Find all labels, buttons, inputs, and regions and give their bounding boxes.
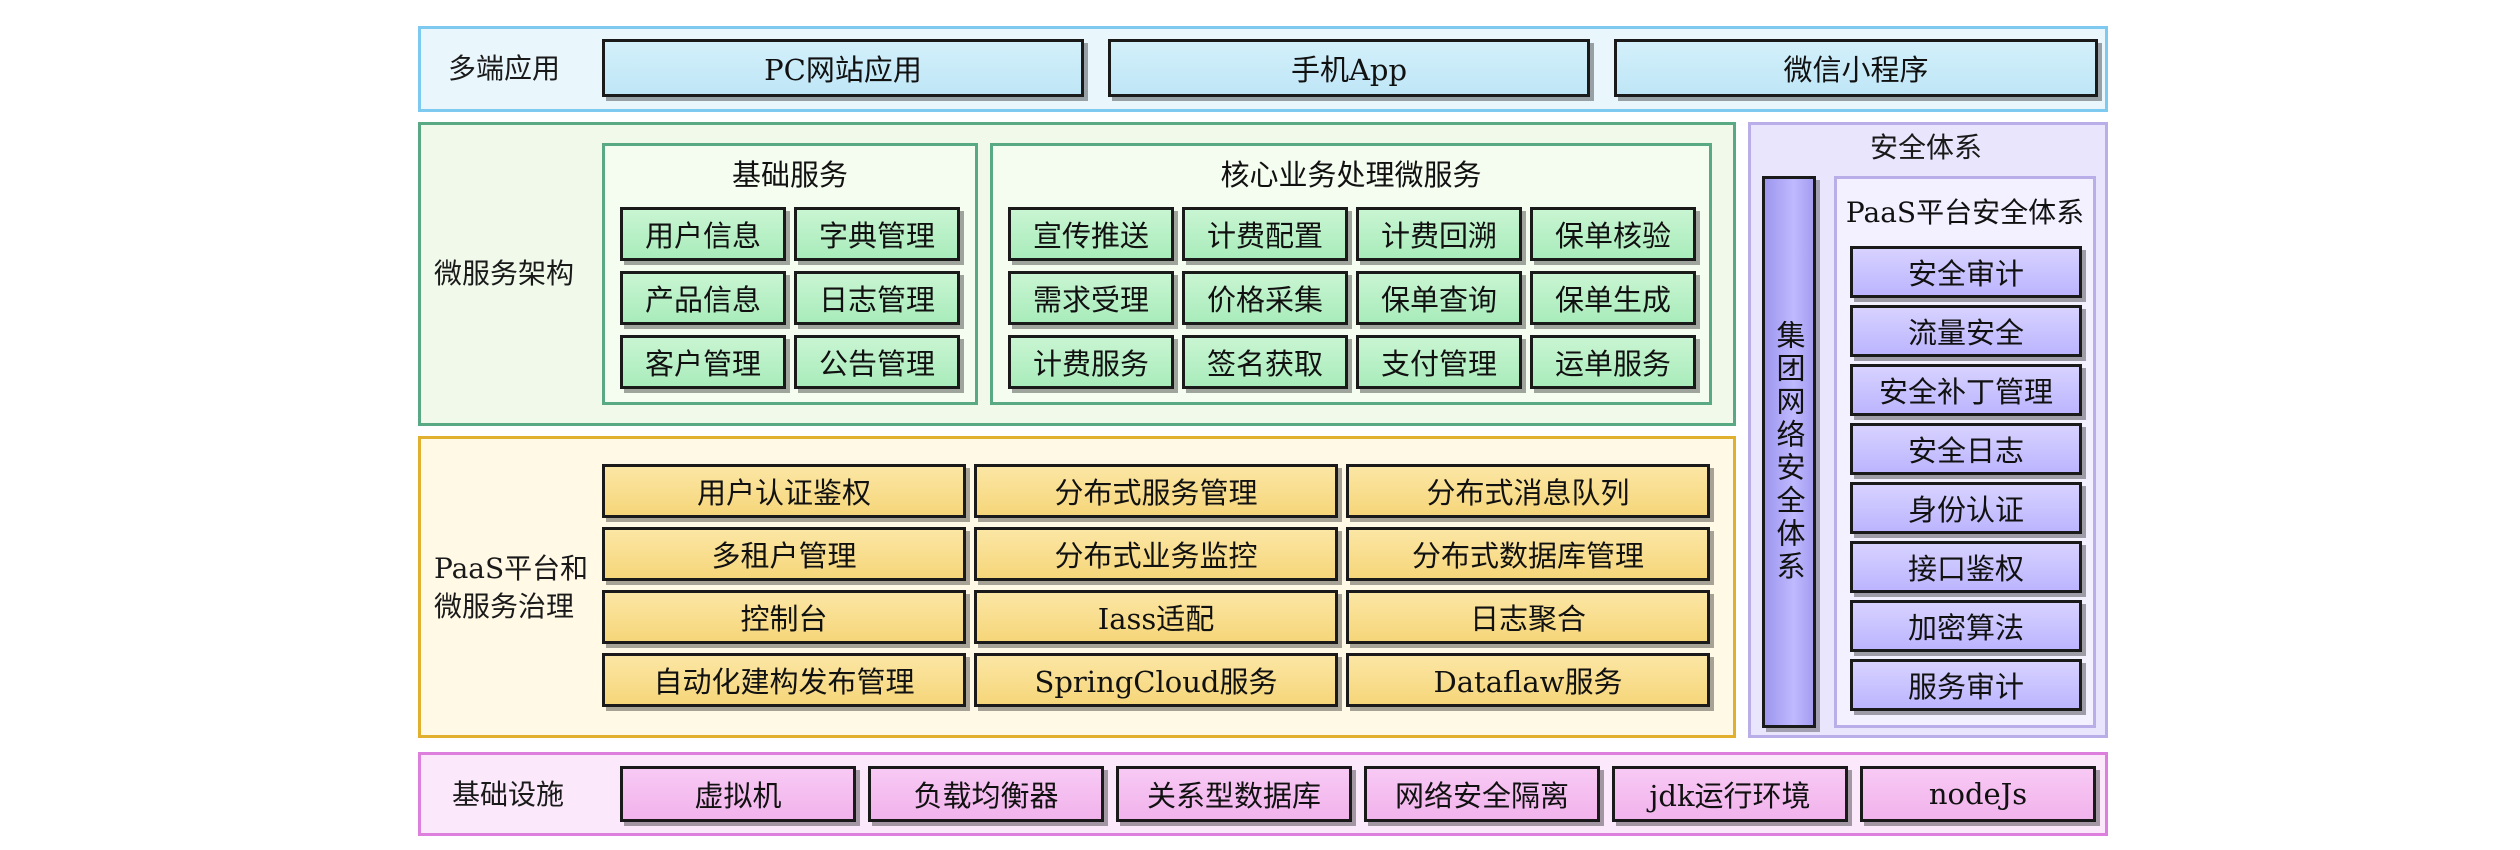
- security-log: 安全日志: [1850, 423, 2082, 475]
- layer-multi-client-label: 多端应用: [448, 52, 561, 85]
- service-billing-backtrack: 计费回溯: [1356, 207, 1522, 261]
- group-core-services-title: 核心业务处理微服务: [1220, 158, 1482, 192]
- infra-network-isolation: 网络安全隔离: [1364, 766, 1600, 822]
- security-encryption: 加密算法: [1850, 600, 2082, 652]
- infra-vm: 虚拟机: [620, 766, 856, 822]
- service-billing-config: 计费配置: [1182, 207, 1348, 261]
- paas-log-aggregation: 日志聚合: [1346, 590, 1710, 644]
- paas-business-monitoring: 分布式业务监控: [974, 527, 1338, 581]
- service-customer-management: 客户管理: [620, 335, 786, 389]
- app-mobile: 手机App: [1108, 39, 1590, 97]
- security-audit: 安全审计: [1850, 246, 2082, 298]
- layer-infrastructure-label: 基础设施: [452, 778, 565, 811]
- app-wechat-miniprogram: 微信小程序: [1614, 39, 2098, 97]
- service-product-info: 产品信息: [620, 271, 786, 325]
- security-service-audit: 服务审计: [1850, 659, 2082, 711]
- group-network-security-label: 集团网络安全体系: [1772, 320, 1806, 584]
- paas-distributed-db-mgmt: 分布式数据库管理: [1346, 527, 1710, 581]
- layer-security-label: 安全体系: [1870, 131, 1983, 164]
- infra-nodejs: nodeJs: [1860, 766, 2096, 822]
- security-patch-mgmt: 安全补丁管理: [1850, 364, 2082, 416]
- infra-relational-db: 关系型数据库: [1116, 766, 1352, 822]
- paas-console: 控制台: [602, 590, 966, 644]
- group-basic-services-title: 基础服务: [731, 158, 848, 192]
- service-promotion: 宣传推送: [1008, 207, 1174, 261]
- infra-jdk-runtime: jdk运行环境: [1612, 766, 1848, 822]
- group-network-security: 集团网络安全体系: [1762, 176, 1816, 728]
- paas-distributed-service-mgmt: 分布式服务管理: [974, 464, 1338, 518]
- service-policy-query: 保单查询: [1356, 271, 1522, 325]
- service-announcement: 公告管理: [794, 335, 960, 389]
- security-traffic: 流量安全: [1850, 305, 2082, 357]
- layer-microservices-label: 微服务架构: [434, 257, 575, 290]
- paas-multi-tenant: 多租户管理: [602, 527, 966, 581]
- paas-springcloud: SpringCloud服务: [974, 653, 1338, 707]
- service-price-collection: 价格采集: [1182, 271, 1348, 325]
- service-payment: 支付管理: [1356, 335, 1522, 389]
- service-log-management: 日志管理: [794, 271, 960, 325]
- paas-auth: 用户认证鉴权: [602, 464, 966, 518]
- service-dictionary: 字典管理: [794, 207, 960, 261]
- service-signature: 签名获取: [1182, 335, 1348, 389]
- paas-auto-build-release: 自动化建构发布管理: [602, 653, 966, 707]
- layer-paas-governance-label: PaaS平台和 微服务治理: [434, 552, 589, 623]
- service-demand-acceptance: 需求受理: [1008, 271, 1174, 325]
- paas-distributed-mq: 分布式消息队列: [1346, 464, 1710, 518]
- infra-load-balancer: 负载均衡器: [868, 766, 1104, 822]
- security-identity-auth: 身份认证: [1850, 482, 2082, 534]
- paas-dataflow: Dataflaw服务: [1346, 653, 1710, 707]
- service-policy-generation: 保单生成: [1530, 271, 1696, 325]
- paas-iaas-adapter: Iass适配: [974, 590, 1338, 644]
- security-api-auth: 接口鉴权: [1850, 541, 2082, 593]
- service-user-info: 用户信息: [620, 207, 786, 261]
- app-pc-website: PC网站应用: [602, 39, 1084, 97]
- service-waybill: 运单服务: [1530, 335, 1696, 389]
- service-policy-verification: 保单核验: [1530, 207, 1696, 261]
- service-billing: 计费服务: [1008, 335, 1174, 389]
- group-paas-security-title: PaaS平台安全体系: [1845, 196, 2085, 229]
